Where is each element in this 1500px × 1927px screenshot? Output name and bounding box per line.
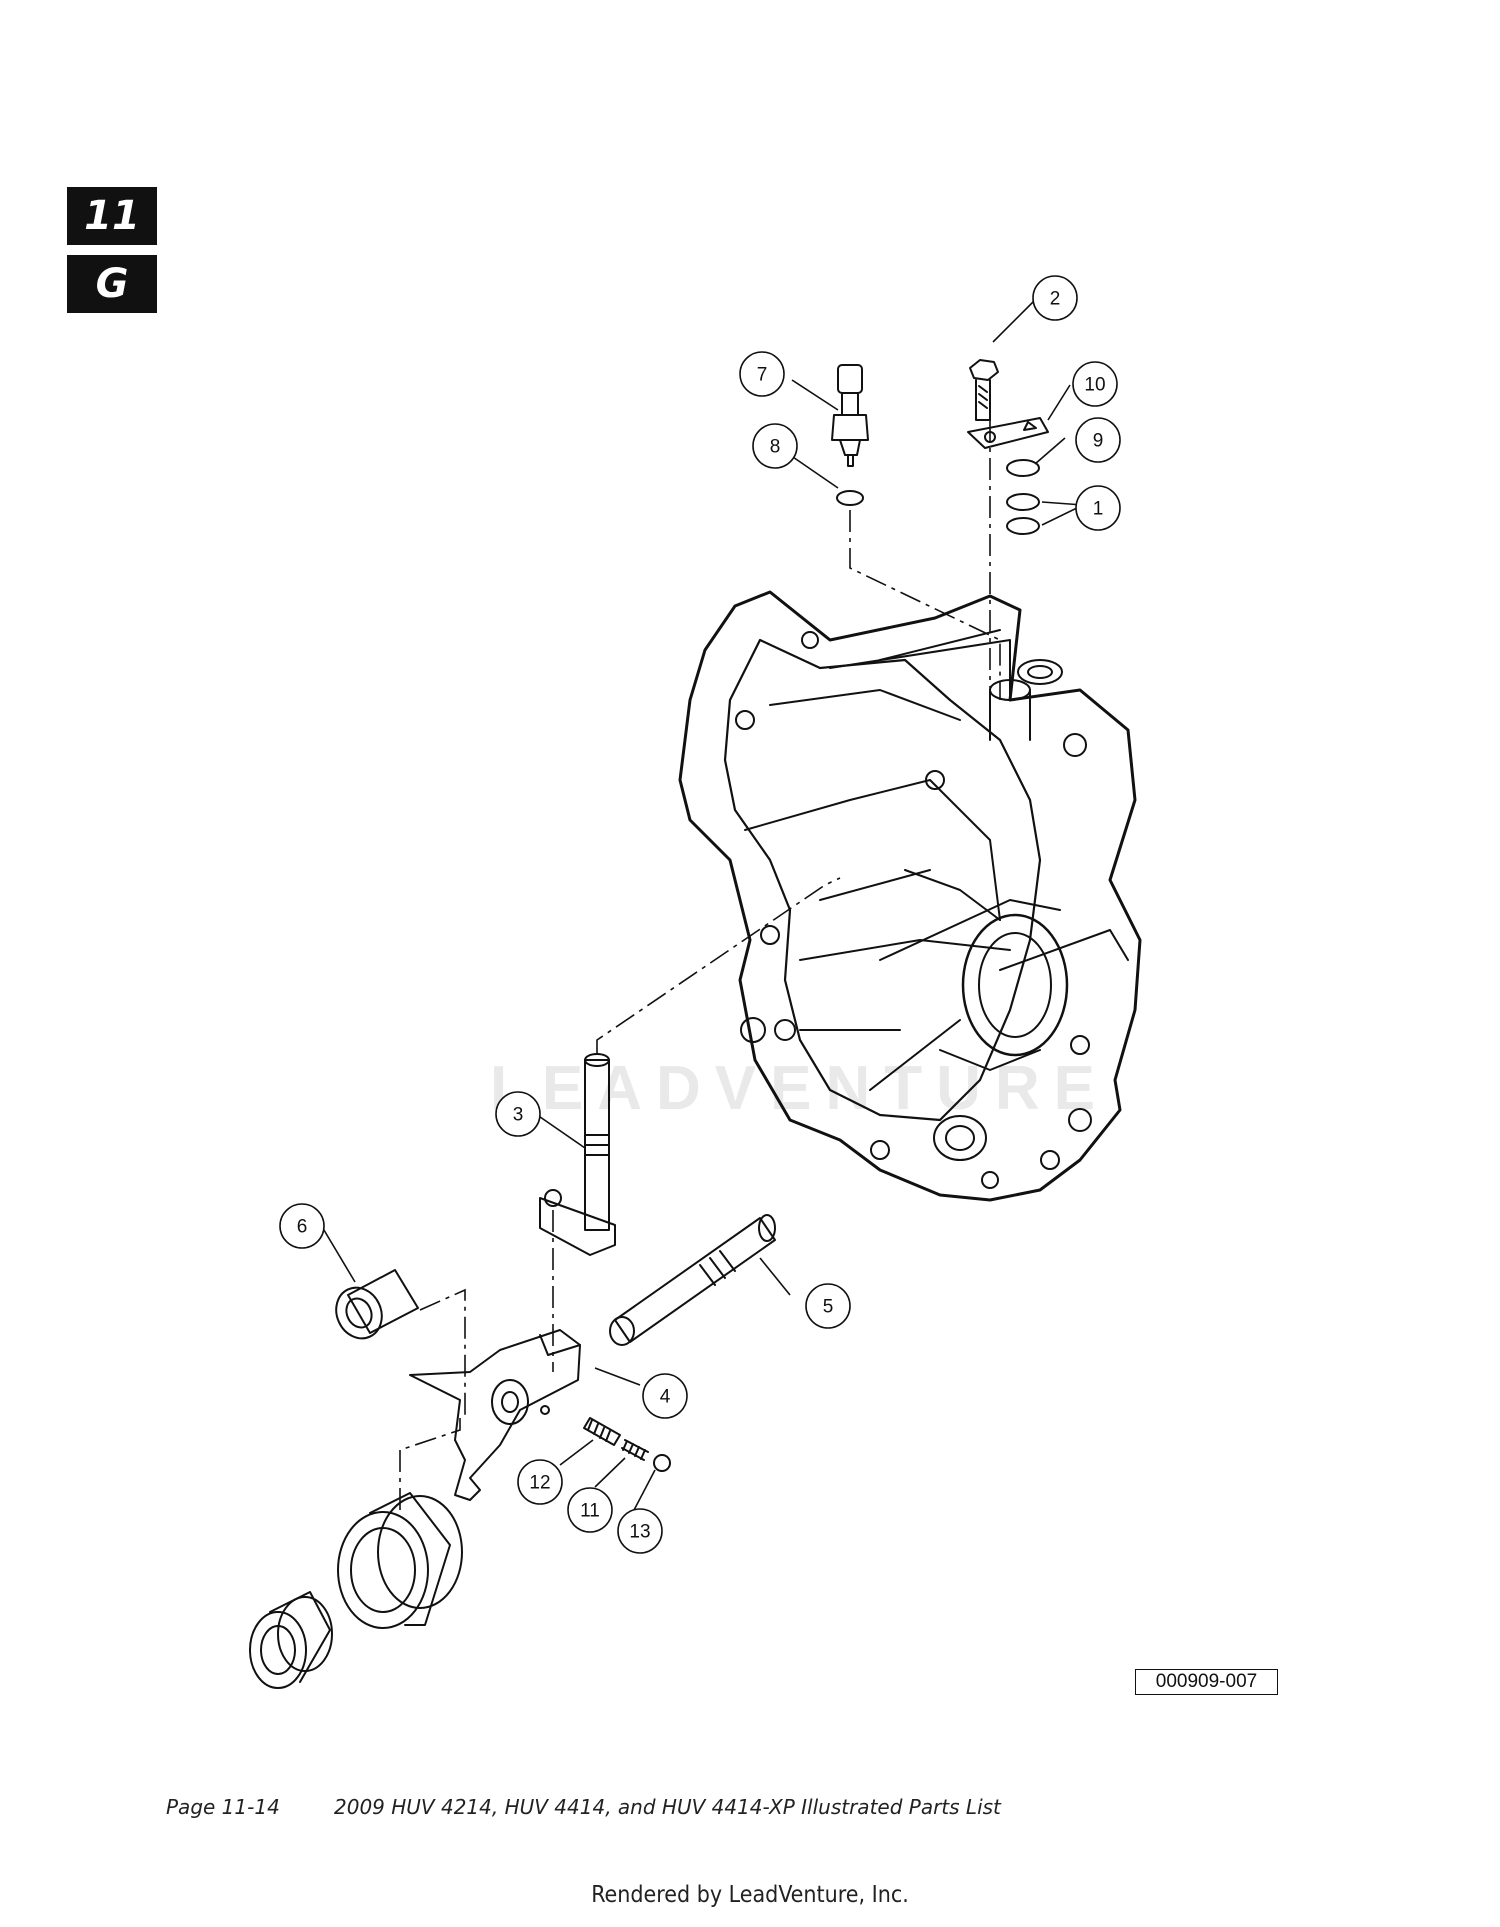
part-12-spring	[583, 1417, 621, 1446]
bearing-small	[249, 1591, 333, 1689]
callout-11: 11	[580, 1501, 600, 1522]
callout-5: 5	[823, 1297, 834, 1318]
figure-id-box: 000909-007	[1135, 1669, 1278, 1695]
callout-2: 2	[1050, 289, 1061, 310]
part-4-shift-fork	[409, 1329, 581, 1501]
callout-7: 7	[757, 365, 768, 386]
footer-title: 2009 HUV 4214, HUV 4414, and HUV 4414-XP…	[334, 1795, 1001, 1819]
part-1-oring-a	[1006, 493, 1040, 511]
part-5-rod	[609, 1214, 776, 1346]
leader-lines	[317, 294, 1084, 1513]
assembly-lines	[399, 420, 1001, 1510]
exploded-parts-diagram: 1 2 3 4 5 6 7 8 9 10 11 12 13	[249, 275, 1142, 1689]
part-9-ring	[1006, 459, 1040, 477]
part-3-lever-shaft	[539, 1053, 616, 1256]
section-tab: 11	[67, 187, 157, 245]
callout-9: 9	[1093, 431, 1104, 452]
part-11-spring	[621, 1439, 649, 1461]
callout-6: 6	[297, 1217, 308, 1238]
part-7-sensor	[831, 364, 869, 467]
footer-page-number: Page 11-14	[166, 1795, 280, 1819]
part-8-ring	[836, 490, 864, 506]
callout-1: 1	[1093, 499, 1104, 520]
subsection-tab: G	[67, 255, 157, 313]
rendered-by-credit: Rendered by LeadVenture, Inc.	[591, 1882, 909, 1908]
part-2-bolt	[969, 359, 999, 421]
part-6-sleeve	[335, 1269, 419, 1340]
part-10-plate	[967, 417, 1049, 449]
callout-13: 13	[629, 1522, 650, 1543]
callout-4: 4	[660, 1387, 671, 1408]
callout-3: 3	[513, 1105, 524, 1126]
callout-12: 12	[529, 1473, 550, 1494]
callout-10: 10	[1084, 375, 1105, 396]
transmission-housing	[678, 590, 1142, 1202]
bearing-large	[337, 1492, 463, 1629]
callout-8: 8	[770, 437, 781, 458]
part-13-ball	[653, 1454, 671, 1472]
part-1-oring-b	[1006, 517, 1040, 535]
